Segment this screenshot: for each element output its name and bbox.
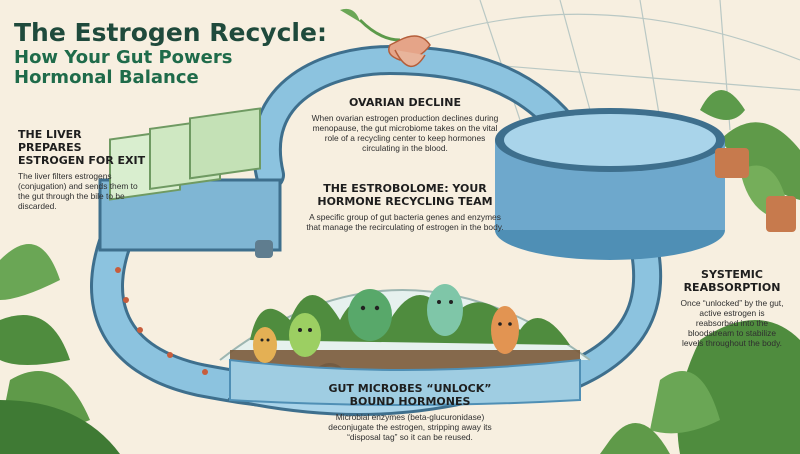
gut-microbes-body: Microbial enzymes (beta-glucuronidase) d… [315,412,505,442]
gut-microbes-heading: Gut Microbes “Unlock” Bound Hormones [315,382,505,408]
estrobolome-body: A specific group of gut bacteria genes a… [305,212,505,232]
reabsorption-body: Once “unlocked” by the gut, active estro… [680,298,784,348]
ovarian-decline-body: When ovarian estrogen production decline… [305,113,505,153]
blood-reservoir [495,108,725,260]
page-subtitle: How Your Gut Powers Hormonal Balance [14,48,314,88]
section-estrobolome: The Estrobolome: Your Hormone Recycling … [305,182,505,232]
section-liver: The Liver Prepares Estrogen for Exit The… [18,128,146,211]
section-gut-microbes: Gut Microbes “Unlock” Bound Hormones Mic… [315,382,505,442]
ovarian-decline-heading: Ovarian Decline [305,96,505,109]
section-reabsorption: Systemic Reabsorption Once “unlocked” by… [680,268,784,348]
page-title: The Estrogen Recycle: [14,18,334,47]
reabsorption-heading: Systemic Reabsorption [680,268,784,294]
liver-heading: The Liver Prepares Estrogen for Exit [18,128,146,167]
section-ovarian-decline: Ovarian Decline When ovarian estrogen pr… [305,96,505,153]
estrobolome-heading: The Estrobolome: Your Hormone Recycling … [305,182,505,208]
liver-body: The liver filters estrogens (conjugation… [18,171,146,211]
